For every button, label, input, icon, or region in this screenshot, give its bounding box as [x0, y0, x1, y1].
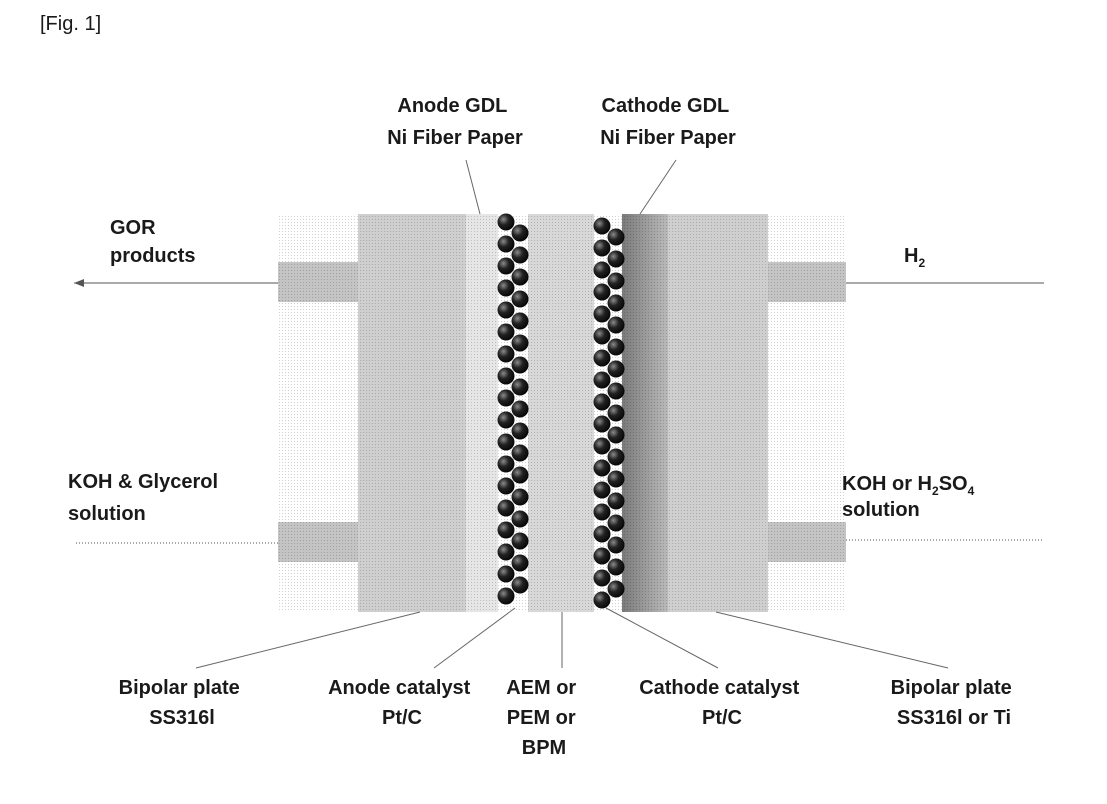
cathode-catalyst-particle	[608, 427, 625, 444]
anode-catalyst-particle	[512, 357, 529, 374]
cathode-catalyst-particle	[594, 526, 611, 543]
anode-gdl-label: Anode GDL Ni Fiber Paper	[387, 95, 523, 149]
cathode-catalyst-particle	[594, 460, 611, 477]
anode-catalyst-particle	[512, 577, 529, 594]
anode-catalyst-particle	[512, 445, 529, 462]
anode-catalyst-particle	[512, 247, 529, 264]
anode-catalyst-particle	[512, 335, 529, 352]
bipolar-left-leader	[196, 612, 420, 668]
cathode-catalyst-particle	[594, 592, 611, 609]
anode-catalyst-particle	[512, 489, 529, 506]
anode-gdl-leader	[466, 160, 480, 214]
cathode-catalyst-particle	[608, 515, 625, 532]
anode-catalyst-particle	[498, 280, 515, 297]
koh-h2so4-label: KOH or H2SO4	[842, 473, 975, 498]
cathode-catalyst-particle	[608, 493, 625, 510]
anode-catalyst-particle	[512, 555, 529, 572]
h2-label: H2	[904, 245, 925, 270]
anode-catalyst-particle	[512, 423, 529, 440]
cathode-catalyst-particle	[594, 394, 611, 411]
anode-catalyst-particle	[498, 346, 515, 363]
cathode-catalyst-particle	[608, 361, 625, 378]
anode-catalyst-particle	[498, 368, 515, 385]
cathode-catalyst-particle	[594, 350, 611, 367]
cathode-catalyst-particle	[594, 372, 611, 389]
anode-catalyst-particle	[498, 258, 515, 275]
cathode-catalyst-particle	[594, 218, 611, 235]
cathode-catalyst-particle	[608, 537, 625, 554]
cathode-catalyst-particle	[594, 482, 611, 499]
anode-catalyst-particle	[498, 566, 515, 583]
bipolar-left-label: Bipolar plate SS316l	[119, 677, 246, 729]
cathode-catalyst-particle	[594, 328, 611, 345]
anode-catalyst-particle	[512, 313, 529, 330]
cathode-catalyst-particle	[608, 471, 625, 488]
cathode-catalyst-particle	[594, 262, 611, 279]
anode-catalyst-particle	[512, 511, 529, 528]
anode-catalyst-particle	[498, 390, 515, 407]
gor-products-arrowhead	[74, 279, 84, 287]
cathode-catalyst-particle	[608, 251, 625, 268]
cathode-catalyst-particle	[608, 559, 625, 576]
anode-catalyst-particle	[512, 269, 529, 286]
anode-catalyst-particle	[512, 401, 529, 418]
anode-catalyst-particle	[512, 379, 529, 396]
koh-h2so4-solution-label: solution	[842, 499, 920, 521]
cathode-catalyst-particle	[594, 416, 611, 433]
anode-catalyst-particle	[512, 533, 529, 550]
koh-glycerol-label: KOH & Glycerol solution	[68, 471, 224, 525]
cathode-catalyst-particle	[594, 504, 611, 521]
texture-overlay	[278, 214, 846, 612]
cathode-catalyst-particle	[594, 548, 611, 565]
anode-catalyst-particle	[512, 291, 529, 308]
anode-catalyst-particle	[498, 588, 515, 605]
cathode-catalyst-particle	[608, 383, 625, 400]
cathode-catalyst-particle	[594, 570, 611, 587]
anode-catalyst-particle	[498, 412, 515, 429]
anode-catalyst-particle	[498, 478, 515, 495]
anode-catalyst-particle	[498, 522, 515, 539]
anode-catalyst-particle	[498, 236, 515, 253]
cathode-catalyst-label: Cathode catalyst Pt/C	[639, 677, 805, 729]
cathode-catalyst-particle	[608, 317, 625, 334]
anode-catalyst-particle	[498, 434, 515, 451]
cathode-gdl-label: Cathode GDL Ni Fiber Paper	[600, 95, 736, 149]
anode-catalyst-label: Anode catalyst Pt/C	[328, 677, 476, 729]
cathode-gdl-leader	[640, 160, 676, 214]
cathode-catalyst-particle	[608, 449, 625, 466]
cathode-catalyst-particle	[608, 229, 625, 246]
membrane-label: AEM or PEM or BPM	[506, 677, 582, 759]
figure-label: [Fig. 1]	[40, 13, 101, 35]
bipolar-right-leader	[716, 612, 948, 668]
gor-products-label: GOR products	[110, 217, 196, 267]
anode-catalyst-particle	[498, 324, 515, 341]
anode-catalyst-particle	[498, 302, 515, 319]
cathode-catalyst-particle	[594, 438, 611, 455]
anode-catalyst-leader	[434, 608, 515, 668]
anode-catalyst-particle	[498, 500, 515, 517]
cathode-catalyst-leader	[606, 608, 718, 668]
anode-catalyst-particle	[498, 544, 515, 561]
cathode-catalyst-particle	[608, 295, 625, 312]
cathode-catalyst-particle	[608, 581, 625, 598]
cathode-catalyst-particle	[594, 306, 611, 323]
anode-catalyst-particle	[512, 225, 529, 242]
anode-catalyst-particle	[498, 214, 515, 231]
cathode-catalyst-particle	[594, 284, 611, 301]
anode-catalyst-particle	[512, 467, 529, 484]
bipolar-right-label: Bipolar plate SS316l or Ti	[891, 677, 1018, 729]
cathode-catalyst-particle	[608, 339, 625, 356]
cathode-catalyst-particle	[594, 240, 611, 257]
cathode-catalyst-particle	[608, 273, 625, 290]
anode-catalyst-particle	[498, 456, 515, 473]
cathode-catalyst-particle	[608, 405, 625, 422]
